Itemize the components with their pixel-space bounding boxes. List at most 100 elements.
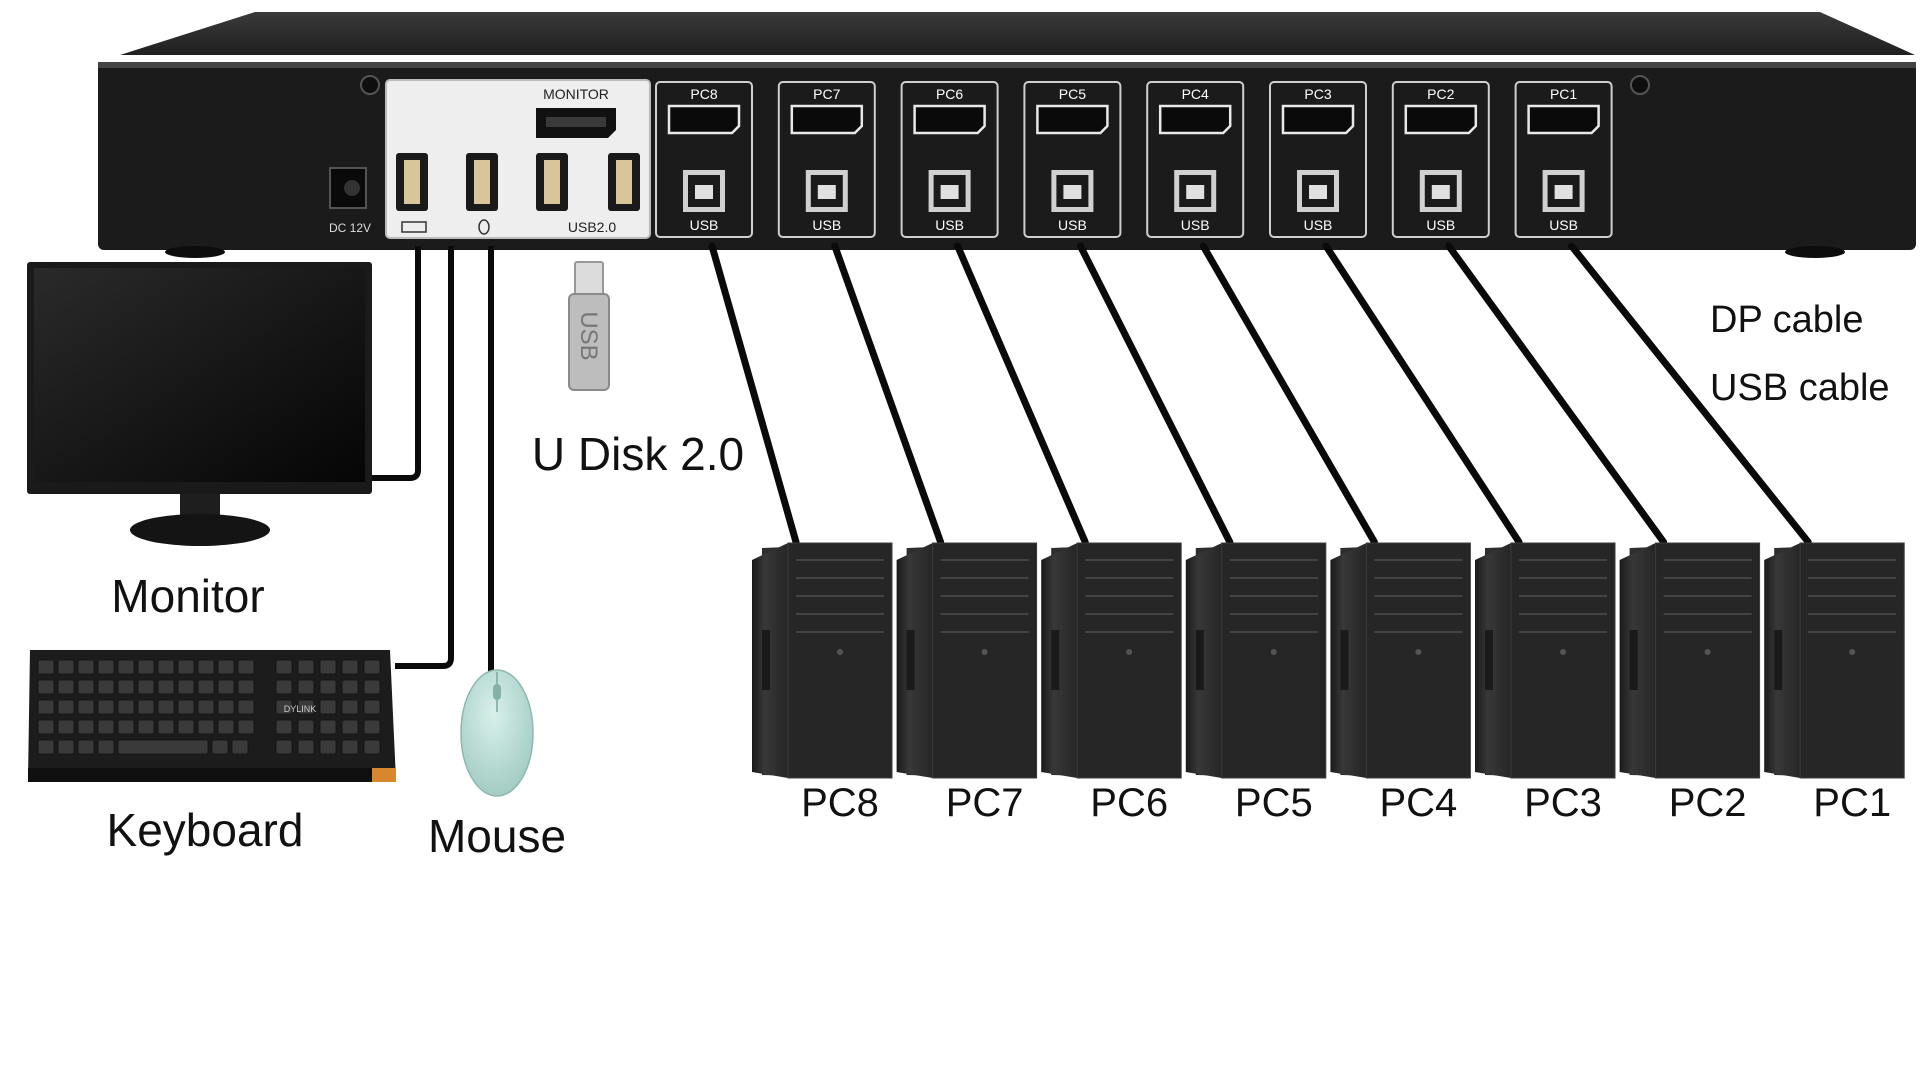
usb-port-label: USB <box>1058 217 1087 233</box>
mouse-wheel <box>493 684 501 700</box>
keyboard-keys <box>37 659 381 755</box>
usb-b-port-pc8 <box>683 170 725 212</box>
monitor-port-label: MONITOR <box>543 86 609 102</box>
usb-port-label: USB <box>1304 217 1333 233</box>
usb-b-port-pc6 <box>928 170 971 212</box>
usb-port-label: USB <box>1181 217 1210 233</box>
dp-port-pc7 <box>790 104 864 135</box>
pc-label: PC1 <box>1813 781 1891 825</box>
pc-label: PC2 <box>1669 781 1747 825</box>
pc-tower-pc8 <box>752 542 893 779</box>
console-usb-a-port-4 <box>608 153 640 211</box>
keyboard: DYLINK Keyboard <box>28 650 396 856</box>
chassis-foot-right <box>1785 246 1845 258</box>
monitor-dp-port <box>536 108 616 138</box>
peripheral-cables <box>372 246 494 672</box>
pc-label: PC3 <box>1524 781 1602 825</box>
usb-stick-body <box>568 293 610 391</box>
pc-label: PC7 <box>946 781 1024 825</box>
cable-legend: DP cable USB cable <box>1710 299 1890 409</box>
udisk-label: U Disk 2.0 <box>532 428 744 480</box>
port-name-label: PC2 <box>1427 86 1454 102</box>
cable-pc2 <box>1445 242 1668 546</box>
power-jack: DC 12V <box>329 167 371 235</box>
screw-left <box>360 75 380 95</box>
usb-b-port-pc4 <box>1174 170 1217 212</box>
chassis-foot-left <box>165 246 225 258</box>
port-name-label: PC8 <box>690 86 717 102</box>
dp-port-pc8 <box>667 104 741 135</box>
cable-pc5 <box>1076 242 1234 546</box>
usb-b-port-pc1 <box>1542 170 1585 212</box>
dp-port-pc1 <box>1527 104 1600 135</box>
keyboard-cable <box>395 246 454 669</box>
mouse-port-icon <box>478 219 490 235</box>
pc-label: PC8 <box>801 781 879 825</box>
port-name-label: PC1 <box>1550 86 1577 102</box>
monitor-screen <box>34 268 365 482</box>
port-name-label: PC3 <box>1304 86 1331 102</box>
chassis-top <box>120 12 1915 55</box>
port-name-label: PC6 <box>936 86 963 102</box>
port-name-label: PC7 <box>813 86 840 102</box>
pc-label: PC6 <box>1090 781 1168 825</box>
keyboard-port-icon <box>401 221 427 233</box>
port-name-label: PC5 <box>1059 86 1086 102</box>
port-name-label: PC4 <box>1182 86 1209 102</box>
usb-port-label: USB <box>812 217 841 233</box>
dp-port-pc6 <box>913 104 986 135</box>
cable-pc1 <box>1568 242 1812 546</box>
usb-stick-connector <box>574 261 604 297</box>
usb-port-label: USB <box>1549 217 1578 233</box>
console-usb-a-port-2 <box>466 153 498 211</box>
pc-label: PC4 <box>1379 781 1457 825</box>
cables <box>708 242 1812 546</box>
pc-port-modules: PC8USBPC7USBPC6USBPC5USBPC4USBPC3USBPC2U… <box>655 81 1613 238</box>
cable-pc8 <box>708 242 800 546</box>
pc-tower-pc3 <box>1475 542 1616 779</box>
pc-tower-pc5 <box>1185 542 1327 779</box>
pc-towers: PC8 PC7 PC6 PC5 PC4 PC3 PC2 PC1 <box>752 542 1905 825</box>
dp-port-pc3 <box>1281 104 1355 135</box>
mouse-body <box>460 669 534 797</box>
console-usb-a-port-3 <box>536 153 568 211</box>
usb-b-port-pc7 <box>805 170 848 212</box>
dp-port-pc2 <box>1404 104 1478 135</box>
monitor-stand-base <box>130 514 270 546</box>
usb-flash-drive: USB U Disk 2.0 <box>532 261 744 480</box>
monitor-label: Monitor <box>111 570 264 622</box>
keyboard-label: Keyboard <box>107 804 304 856</box>
pc-tower-pc4 <box>1330 542 1471 779</box>
usb-b-port-pc5 <box>1051 170 1094 212</box>
dp-cable-label: DP cable <box>1710 299 1864 341</box>
usb-port-label: USB <box>935 217 964 233</box>
monitor-cable <box>372 246 421 481</box>
mouse: Mouse <box>428 669 566 862</box>
usb-b-port-pc3 <box>1297 170 1339 212</box>
usb-stick-text: USB <box>575 311 602 360</box>
dp-port-pc5 <box>1036 104 1109 135</box>
pc-label: PC5 <box>1235 781 1313 825</box>
usb-port-label: USB <box>690 217 719 233</box>
cable-pc3 <box>1322 242 1523 546</box>
usb-cable-label: USB cable <box>1710 367 1890 409</box>
cable-pc4 <box>1199 242 1378 546</box>
console-usb-a-port-1 <box>396 153 428 211</box>
kvm-switch: DC 12V MONITOR USB2.0 PC8USBPC7USBPC6USB… <box>98 12 1916 258</box>
keyboard-brand: DYLINK <box>284 704 317 714</box>
usb-hub-label: USB2.0 <box>568 219 616 235</box>
cable-pc7 <box>831 242 945 546</box>
pc-tower-pc7 <box>896 542 1038 779</box>
usb-b-port-pc2 <box>1419 170 1462 212</box>
cable-pc6 <box>954 242 1089 546</box>
pc-tower-pc6 <box>1041 542 1182 779</box>
screw-right <box>1630 75 1650 95</box>
